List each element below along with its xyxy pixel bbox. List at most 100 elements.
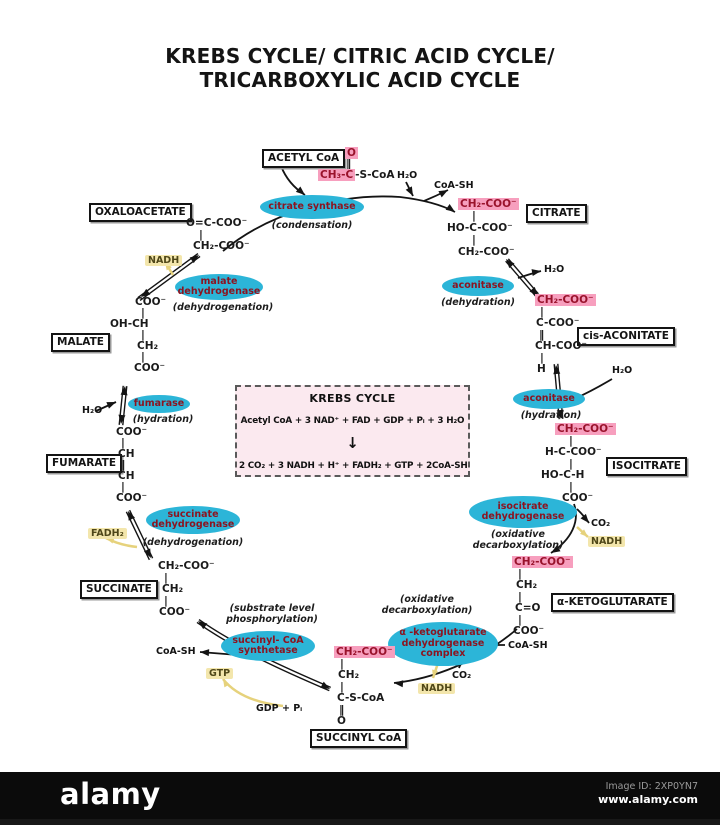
molecule-line: OH-CH bbox=[110, 319, 166, 330]
reaction-type-line: (substrate level bbox=[229, 603, 315, 614]
formula-text: -S-CoA bbox=[355, 169, 395, 181]
cofactor-label-h2o-fumarase: H₂O bbox=[82, 405, 103, 416]
arrow-gtp-gdp-arrow bbox=[222, 678, 284, 708]
molecule-line: CH₂-COO⁻ bbox=[535, 294, 596, 307]
molecule-line: H bbox=[537, 364, 596, 376]
molecule-line: O bbox=[345, 147, 394, 159]
diagram-title: KREBS CYCLE/ CITRIC ACID CYCLE/ TRICARBO… bbox=[0, 44, 720, 92]
formula-text: CH₂ bbox=[162, 583, 184, 595]
molecule-line: CH₂ bbox=[516, 580, 573, 592]
formula-text: ‖ bbox=[539, 328, 545, 341]
formula-text: CH-COO⁻ bbox=[535, 340, 587, 352]
reaction-type-line: decarboxylation) bbox=[381, 604, 473, 616]
formula-text: H bbox=[537, 363, 546, 375]
arrow-h2o-branch-citrate bbox=[517, 269, 542, 279]
cofactor-label-gtp: GTP bbox=[206, 668, 234, 679]
molecule-line: COO⁻ bbox=[513, 626, 573, 638]
metabolite-box-malate: MALATE bbox=[51, 333, 110, 352]
molecule-line: CH₂-COO⁻ bbox=[458, 247, 519, 259]
formula-text: | bbox=[164, 571, 168, 584]
molecule-line: | bbox=[569, 435, 616, 448]
cofactor-label-coash-succinyl: CoA-SH bbox=[156, 646, 196, 657]
enzyme-name-line: aconitase bbox=[523, 392, 575, 404]
formula-text: HO-C-COO⁻ bbox=[447, 222, 513, 234]
molecule-line: ‖ bbox=[346, 159, 394, 170]
reaction-type-line: (dehydrogenation) bbox=[142, 537, 244, 548]
highlighted-group: CH₂-COO⁻ bbox=[555, 423, 616, 435]
molecule-citrate-struct: CH₂-COO⁻|HO-C-COO⁻|CH₂-COO⁻ bbox=[447, 198, 519, 259]
molecule-line: | bbox=[141, 308, 166, 319]
alamy-url: www.alamy.com bbox=[598, 793, 698, 806]
formula-text: | bbox=[540, 305, 544, 318]
formula-text: CH₂-COO⁻ bbox=[193, 240, 250, 252]
enzyme-name-line: dehydrogenase bbox=[401, 637, 485, 649]
molecule-line: ‖ bbox=[539, 328, 596, 342]
formula-text: | bbox=[141, 329, 145, 341]
molecule-line: HO-C-COO⁻ bbox=[447, 223, 519, 235]
formula-text: COO⁻ bbox=[116, 426, 148, 438]
molecule-line: CH₂ bbox=[162, 584, 215, 596]
molecule-line: COO⁻ bbox=[116, 493, 147, 504]
formula-text: CH bbox=[118, 448, 135, 460]
enzyme-name-line: citrate synthase bbox=[268, 200, 356, 212]
molecule-line: CH₂-COO⁻ bbox=[555, 423, 616, 436]
formula-text: | bbox=[340, 680, 344, 693]
molecule-line: | bbox=[472, 211, 519, 223]
molecule-line: COO⁻ bbox=[116, 427, 147, 438]
highlighted-group: O bbox=[345, 147, 358, 159]
formula-text: | bbox=[540, 351, 544, 364]
enzyme-reaction-type-citrate-synthase: (condensation) bbox=[271, 220, 353, 232]
molecule-line: ‖ bbox=[120, 460, 147, 471]
molecule-line: | bbox=[518, 568, 573, 581]
cofactor-label-gdp-pi: GDP + Pᵢ bbox=[256, 703, 303, 714]
molecule-line: | bbox=[518, 614, 573, 627]
formula-text: | bbox=[164, 594, 168, 607]
reaction-type-line: (condensation) bbox=[271, 220, 353, 231]
molecule-succinyl-coa-struct: CH₂-COO⁻|CH₂|C-S-CoA‖O bbox=[334, 646, 395, 728]
molecule-line: CH₂-COO⁻ bbox=[193, 241, 250, 253]
molecule-line: CH₃-C-S-CoA bbox=[318, 169, 395, 181]
enzyme-reaction-type-malate-dehydrogenase: (dehydrogenation) bbox=[173, 302, 273, 314]
formula-text: CH₂-COO⁻ bbox=[158, 560, 215, 572]
metabolite-box-citrate: CITRATE bbox=[526, 204, 587, 223]
cofactor-label-coash-top: CoA-SH bbox=[434, 180, 474, 191]
metabolite-box-cis-aconitate: cis-ACONITATE bbox=[577, 327, 675, 346]
formula-text: H-C-COO⁻ bbox=[545, 446, 602, 458]
molecule-line: | bbox=[518, 591, 573, 604]
metabolite-box-oxaloacetate: OXALOACETATE bbox=[89, 203, 192, 222]
enzyme-citrate-synthase: citrate synthase bbox=[260, 195, 364, 219]
reaction-type-line: (oxidative bbox=[400, 594, 454, 605]
molecule-fumarate-struct: COO⁻|CH‖CH|COO⁻ bbox=[112, 427, 147, 504]
summary-reactants: Acetyl CoA + 3 NAD⁺ + FAD + GDP + Pᵢ + 3… bbox=[240, 415, 465, 426]
arrow-succinate-fumarate bbox=[125, 509, 154, 561]
molecule-succinate-struct: CH₂-COO⁻|CH₂|COO⁻ bbox=[158, 561, 215, 619]
footer-strip bbox=[0, 819, 720, 825]
formula-text: CH₂ bbox=[516, 579, 538, 591]
enzyme-name-line: synthetase bbox=[238, 645, 298, 656]
enzyme-aconitase-dehydration: aconitase bbox=[442, 276, 514, 296]
formula-text: | bbox=[121, 481, 125, 493]
molecule-line: C=O bbox=[515, 603, 573, 615]
molecule-line: | bbox=[540, 351, 596, 365]
reaction-type-line: (hydration) bbox=[132, 414, 194, 425]
formula-text: COO⁻ bbox=[513, 625, 545, 637]
molecule-akg-struct: CH₂-COO⁻|CH₂|C=O|COO⁻ bbox=[512, 556, 573, 638]
formula-text: | bbox=[472, 234, 476, 246]
reaction-type-line: decarboxylation) bbox=[472, 539, 564, 551]
enzyme-name-line: aconitase bbox=[452, 279, 504, 291]
metabolite-box-succinyl-coa: SUCCINYL CoA bbox=[310, 729, 408, 748]
arrow-h2o-tick-top bbox=[405, 181, 414, 197]
formula-text: O=C-COO⁻ bbox=[186, 217, 248, 229]
cofactor-label-h2o-cisaconitate: H₂O bbox=[612, 365, 633, 376]
molecule-line: CH₂ bbox=[137, 341, 166, 352]
reaction-type-line: (oxidative bbox=[491, 529, 545, 540]
molecule-line: | bbox=[540, 305, 596, 319]
molecule-cis-aconitate-struct: CH₂-COO⁻|C-COO⁻‖CH-COO⁻|H bbox=[535, 294, 596, 376]
formula-text: COO⁻ bbox=[135, 296, 167, 308]
formula-text: CH₂ bbox=[338, 669, 360, 681]
formula-text: | bbox=[121, 437, 125, 449]
arrow-coash-branch-top bbox=[423, 189, 449, 202]
molecule-line: COO⁻ bbox=[562, 493, 616, 505]
molecule-line: | bbox=[164, 571, 215, 585]
